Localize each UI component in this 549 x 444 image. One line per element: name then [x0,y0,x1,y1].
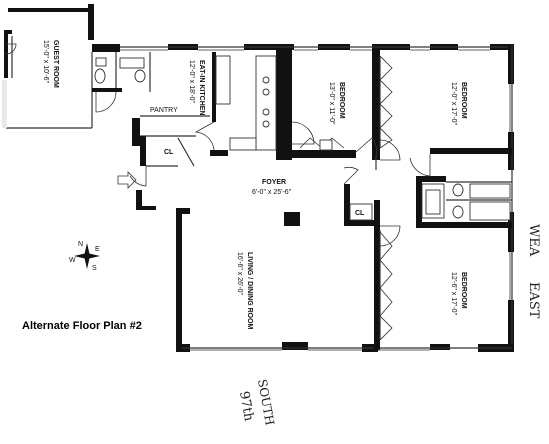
compass-s: S [92,265,97,272]
bedroom1-dims: 13'-0" x 11'-0" [328,82,335,125]
handwritten-south: SOUTH 97th [236,378,277,426]
hand-east-2: EAST [526,282,541,319]
guest-room-dims: 15'-0" x 10'-6" [42,40,49,84]
entry-arrow-icon [117,171,137,189]
guest-room-label: GUEST ROOM [52,40,59,88]
living-dims: 16'-6" x 26'-0" [236,252,243,296]
compass-w: W [69,257,76,264]
bedroom2-dims: 12'-0" x 17'-0" [450,82,457,126]
windows [120,49,511,351]
hand-east-1: WEA [526,224,541,257]
compass-n: N [78,241,83,248]
living-label: LIVING / DINING ROOM [246,252,253,330]
closet-shelving [299,55,393,341]
fixtures [94,55,511,221]
interior-walls [91,48,512,350]
hand-south-2: 97th [236,390,256,423]
plan-title: Alternate Floor Plan #2 [22,320,142,332]
room-labels: GUEST ROOM 15'-0" x 10'-6" EAT-IN KITCHE… [42,40,467,330]
bedroom3-dims: 12'-6" x 17'-0" [450,272,457,316]
kitchen-dims: 12'-0" x 18'-0" [188,60,195,104]
compass-e: E [95,246,100,253]
bedroom1-label: BEDROOM [338,82,345,119]
compass-icon: N S E W [69,241,100,272]
foyer-dims: 6'-0" x 25'-6" [252,189,292,196]
bedroom3-label: BEDROOM [460,272,467,309]
closet-label-kitchen: CL [164,149,174,156]
doors [5,43,431,247]
hand-south-1: SOUTH [255,378,277,426]
closet-label-hall: CL [355,210,365,217]
foyer-label: FOYER [262,179,286,186]
bedroom2-label: BEDROOM [460,82,467,119]
kitchen-label: EAT-IN KITCHEN [198,60,205,115]
handwritten-east: WEA EAST [526,224,541,319]
pantry-label: PANTRY [150,107,178,114]
